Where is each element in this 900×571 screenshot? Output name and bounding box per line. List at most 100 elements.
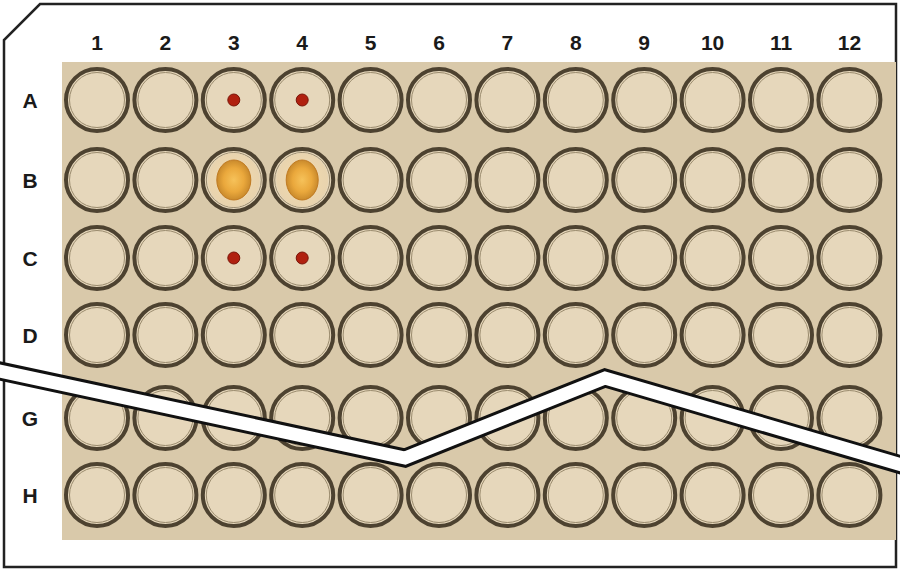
well-rim: [545, 227, 607, 289]
well: [818, 464, 880, 526]
row-letter: B: [22, 170, 37, 191]
well: [682, 227, 744, 289]
well-rim: [66, 304, 128, 366]
well-inner-rim: [70, 468, 125, 523]
well-rim: [203, 227, 265, 289]
well-rim: [545, 69, 607, 131]
well: [271, 69, 333, 131]
well-inner-rim: [617, 153, 672, 208]
red-pellet: [296, 94, 308, 106]
well: [203, 464, 265, 526]
well-inner-rim: [617, 308, 672, 363]
well-inner-rim: [617, 231, 672, 286]
well-rim: [750, 69, 812, 131]
well: [134, 149, 196, 211]
well-rim: [476, 227, 538, 289]
well-inner-rim: [206, 468, 261, 523]
well-rim: [613, 464, 675, 526]
well-inner-rim: [138, 308, 193, 363]
well-rim: [818, 304, 880, 366]
well-rim: [476, 69, 538, 131]
well: [340, 304, 402, 366]
well-inner-rim: [617, 73, 672, 128]
well-rim: [134, 227, 196, 289]
well-inner-rim: [685, 468, 740, 523]
well: [271, 464, 333, 526]
well-inner-rim: [754, 73, 809, 128]
well-inner-rim: [70, 231, 125, 286]
well-inner-rim: [548, 308, 603, 363]
well-inner-rim: [206, 231, 261, 286]
plate-outline: [4, 4, 896, 567]
well-inner-rim: [685, 231, 740, 286]
well: [271, 227, 333, 289]
well: [750, 227, 812, 289]
well-inner-rim: [70, 73, 125, 128]
well-rim: [545, 304, 607, 366]
well: [545, 149, 607, 211]
well-rim: [408, 304, 470, 366]
well: [340, 149, 402, 211]
well-inner-rim: [206, 73, 261, 128]
well: [613, 149, 675, 211]
column-number: 8: [570, 32, 582, 53]
well: [408, 149, 470, 211]
well-inner-rim: [754, 153, 809, 208]
well-inner-rim: [548, 231, 603, 286]
well-rim: [203, 149, 265, 211]
well: [340, 464, 402, 526]
well-inner-rim: [343, 231, 398, 286]
column-number: 4: [296, 32, 308, 53]
well: [203, 149, 265, 211]
well-rim: [545, 149, 607, 211]
spot-halo: [208, 153, 260, 207]
well-rim: [818, 149, 880, 211]
well-inner-rim: [480, 308, 535, 363]
well: [818, 149, 880, 211]
well: [545, 69, 607, 131]
well-inner-rim: [412, 231, 467, 286]
well-rim: [271, 69, 333, 131]
well-inner-rim: [480, 153, 535, 208]
well-rim: [271, 227, 333, 289]
well-inner-rim: [822, 231, 877, 286]
well-rim: [271, 304, 333, 366]
well: [613, 69, 675, 131]
well-inner-rim: [548, 73, 603, 128]
row-letter: G: [22, 408, 38, 429]
column-number: 9: [638, 32, 650, 53]
red-pellet: [296, 252, 308, 264]
well: [66, 149, 128, 211]
well-inner-rim: [754, 308, 809, 363]
column-number: 12: [838, 32, 861, 53]
well-rim: [340, 69, 402, 131]
red-pellet: [228, 94, 240, 106]
well-inner-rim: [70, 308, 125, 363]
well-inner-rim: [685, 73, 740, 128]
well-inner-rim: [412, 153, 467, 208]
well: [408, 304, 470, 366]
diffuse-spot: [217, 160, 251, 200]
column-number: 7: [502, 32, 514, 53]
well-inner-rim: [685, 308, 740, 363]
well-inner-rim: [412, 468, 467, 523]
plate-ground: [62, 62, 896, 540]
well: [476, 149, 538, 211]
well-inner-rim: [206, 308, 261, 363]
well-marks: [208, 94, 328, 264]
well: [340, 69, 402, 131]
well-rim: [613, 149, 675, 211]
well: [682, 464, 744, 526]
well: [134, 304, 196, 366]
well-rim: [682, 464, 744, 526]
well-inner-rim: [754, 468, 809, 523]
well-rim: [340, 227, 402, 289]
well-inner-rim: [138, 468, 193, 523]
well-inner-rim: [480, 231, 535, 286]
well-rim: [271, 149, 333, 211]
well: [271, 149, 333, 211]
well-inner-rim: [275, 308, 330, 363]
well: [613, 304, 675, 366]
well-rim: [613, 69, 675, 131]
